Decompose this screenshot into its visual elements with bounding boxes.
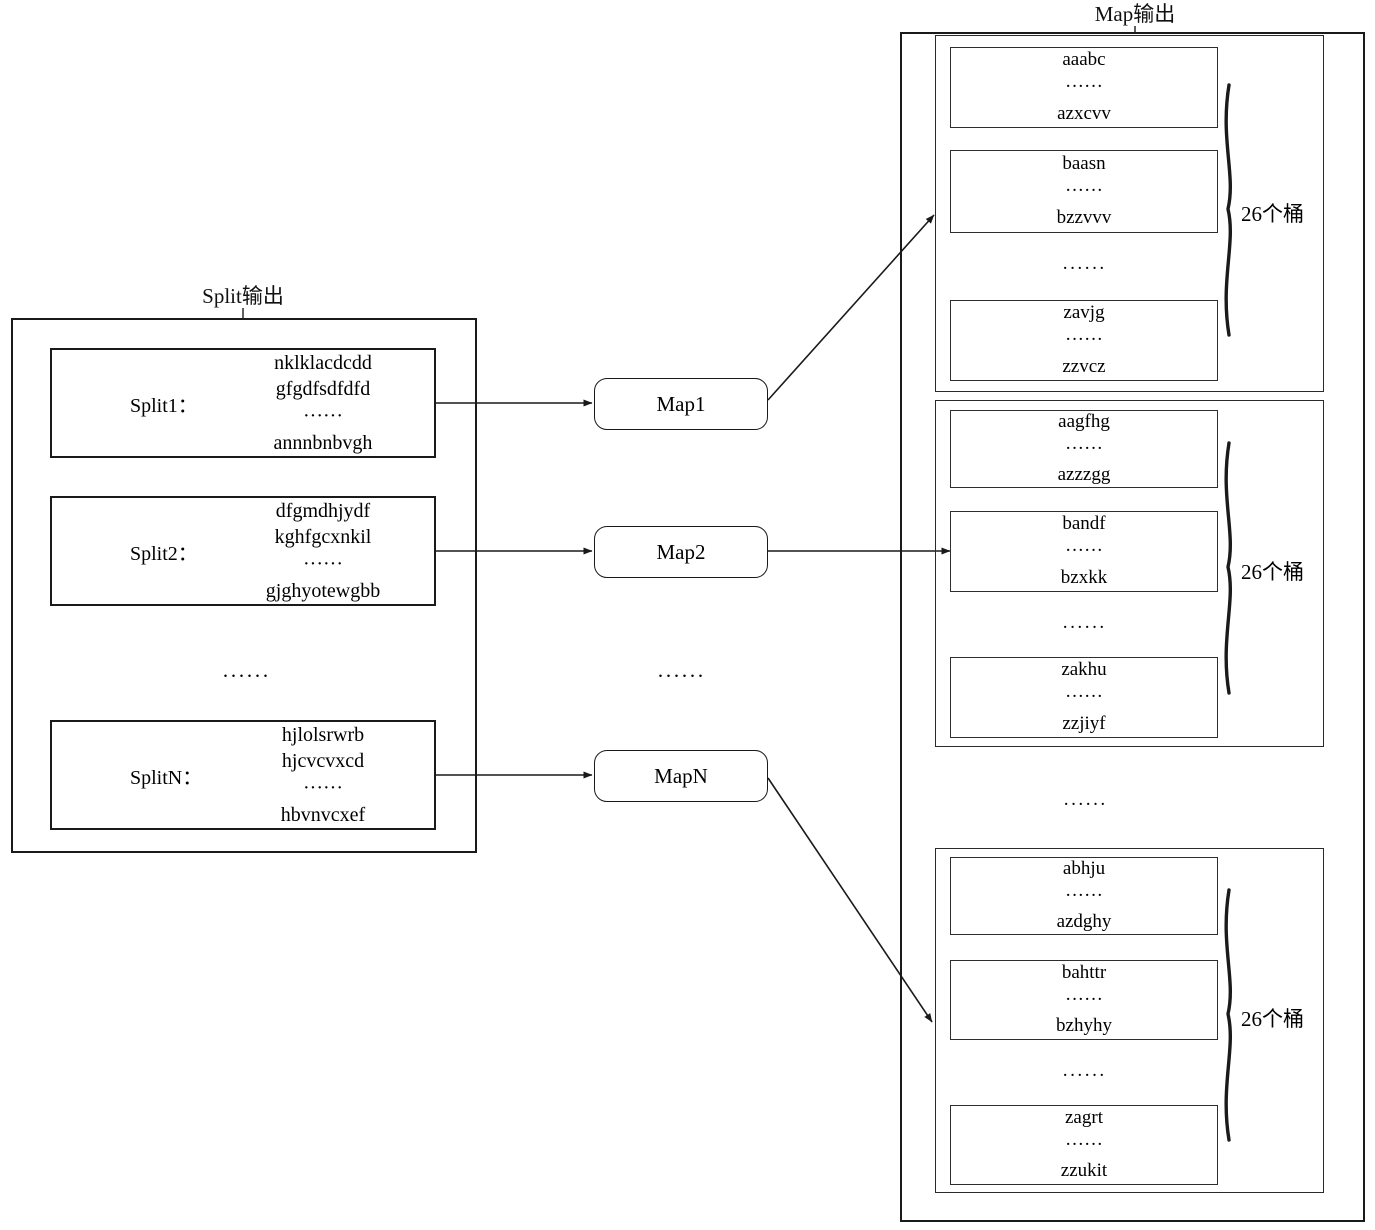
bucket-line-ellipsis: ······ xyxy=(1065,988,1103,1010)
bucket-line-ellipsis: ······ xyxy=(1065,437,1103,459)
bucket-group-2-bucket-b: bandf ······ bzxkk xyxy=(950,511,1218,592)
bucket-line: aagfhg xyxy=(1058,410,1110,432)
bucket-line: azxcvv xyxy=(1057,102,1111,124)
bucket-line-ellipsis: ······ xyxy=(1065,76,1103,98)
bucket-line: bahttr xyxy=(1061,961,1107,983)
map-node-map1[interactable]: Map1 xyxy=(594,378,768,430)
bucket-line: zzvcz xyxy=(1062,355,1106,377)
bucket-line: zzjiyf xyxy=(1062,712,1106,734)
map-output-section-title: Map输出 xyxy=(1094,2,1176,26)
bucket-line: bzxkk xyxy=(1060,566,1108,588)
split-output-container xyxy=(11,318,477,853)
split-item-n-label: SplitN： xyxy=(130,766,203,789)
split-line: nklklacdcdd xyxy=(274,351,372,374)
split-line: gfgdfsdfdfd xyxy=(275,378,371,401)
split-line-ellipsis: ······ xyxy=(303,553,343,575)
bucket-group-1-brace-label: 26个桶 xyxy=(1241,202,1304,226)
bucket-line: zakhu xyxy=(1061,659,1107,681)
bucket-line-ellipsis: ······ xyxy=(1065,1133,1103,1155)
bucket-line: abhju xyxy=(1062,857,1106,879)
bucket-line-ellipsis: ······ xyxy=(1065,540,1103,562)
bucket-group-3-brace-label: 26个桶 xyxy=(1241,1007,1304,1031)
bucket-line: zavjg xyxy=(1063,302,1105,324)
bucket-group-1-separator: ······ xyxy=(1062,258,1106,279)
bucket-group-3 xyxy=(935,848,1324,1193)
bucket-group-3-bucket-z: zagrt ······ zzukit xyxy=(950,1105,1218,1185)
bucket-line: bzzvvv xyxy=(1056,206,1112,228)
map-node-map2[interactable]: Map2 xyxy=(594,526,768,578)
bucket-group-1-bucket-a: aaabc ······ azxcvv xyxy=(950,47,1218,128)
bucket-group-1 xyxy=(935,35,1324,392)
split-line: kghfgcxnkil xyxy=(274,526,372,549)
bucket-line: bandf xyxy=(1062,513,1106,535)
bucket-line: azzzgg xyxy=(1057,464,1111,486)
bucket-line: baasn xyxy=(1062,153,1106,175)
bucket-line-ellipsis: ······ xyxy=(1065,884,1103,906)
bucket-line: aaabc xyxy=(1062,49,1106,71)
split-line-ellipsis: ······ xyxy=(303,777,343,799)
bucket-group-3-bucket-a: abhju ······ azdghy xyxy=(950,857,1218,935)
split-item-n: SplitN： hjlolsrwrb hjcvcvxcd ······ hbvn… xyxy=(50,720,436,830)
split-line: hbvnvcxef xyxy=(280,803,366,826)
bucket-line: zzukit xyxy=(1060,1160,1108,1182)
split-item-1-lines: nklklacdcdd gfgdfsdfdfd ······ annnbnbvg… xyxy=(222,350,424,456)
bucket-line: bzhyhy xyxy=(1056,1015,1112,1037)
split-line-ellipsis: ······ xyxy=(303,405,343,427)
map-node-map1-label: Map1 xyxy=(656,391,706,416)
map-node-mapn[interactable]: MapN xyxy=(594,750,768,802)
split-item-2-lines: dfgmdhjydf kghfgcxnkil ······ gjghyotewg… xyxy=(222,498,424,604)
bucket-group-1-bucket-z: zavjg ······ zzvcz xyxy=(950,300,1218,381)
split-line: hjcvcvxcd xyxy=(281,750,365,773)
bucket-group-2-bucket-a: aagfhg ······ azzzgg xyxy=(950,410,1218,488)
map-output-groups-ellipsis: ······ xyxy=(1063,794,1107,815)
split-item-2: Split2： dfgmdhjydf kghfgcxnkil ······ gj… xyxy=(50,496,436,606)
split-item-1-label: Split1： xyxy=(130,394,198,417)
split-item-n-lines: hjlolsrwrb hjcvcvxcd ······ hbvnvcxef xyxy=(222,722,424,828)
map-node-map2-label: Map2 xyxy=(656,539,706,564)
bucket-group-2 xyxy=(935,400,1324,747)
split-line: annnbnbvgh xyxy=(273,431,373,454)
bucket-group-1-bucket-b: baasn ······ bzzvvv xyxy=(950,150,1218,233)
map-output-container xyxy=(900,32,1365,1222)
split-line: gjghyotewgbb xyxy=(265,579,381,602)
split-line: dfgmdhjydf xyxy=(275,499,371,522)
split-line: hjlolsrwrb xyxy=(281,723,365,746)
split-section-title: Split输出 xyxy=(202,284,284,308)
bucket-group-2-bucket-z: zakhu ······ zzjiyf xyxy=(950,657,1218,738)
bucket-line-ellipsis: ······ xyxy=(1065,686,1103,708)
bucket-line: zagrt xyxy=(1065,1106,1103,1128)
bucket-group-2-separator: ······ xyxy=(1062,617,1106,638)
bucket-group-3-bucket-b: bahttr ······ bzhyhy xyxy=(950,960,1218,1040)
split-item-1: Split1： nklklacdcdd gfgdfsdfdfd ······ a… xyxy=(50,348,436,458)
bucket-group-3-separator: ······ xyxy=(1062,1065,1106,1086)
split-item-2-label: Split2： xyxy=(130,542,198,565)
bucket-line: azdghy xyxy=(1056,911,1112,933)
split-section-ellipsis: ······ xyxy=(222,664,270,688)
map-nodes-ellipsis: ······ xyxy=(657,664,705,688)
bucket-group-2-brace-label: 26个桶 xyxy=(1241,560,1304,584)
bucket-line-ellipsis: ······ xyxy=(1065,329,1103,351)
map-node-mapn-label: MapN xyxy=(654,763,708,788)
bucket-line-ellipsis: ······ xyxy=(1065,180,1103,202)
